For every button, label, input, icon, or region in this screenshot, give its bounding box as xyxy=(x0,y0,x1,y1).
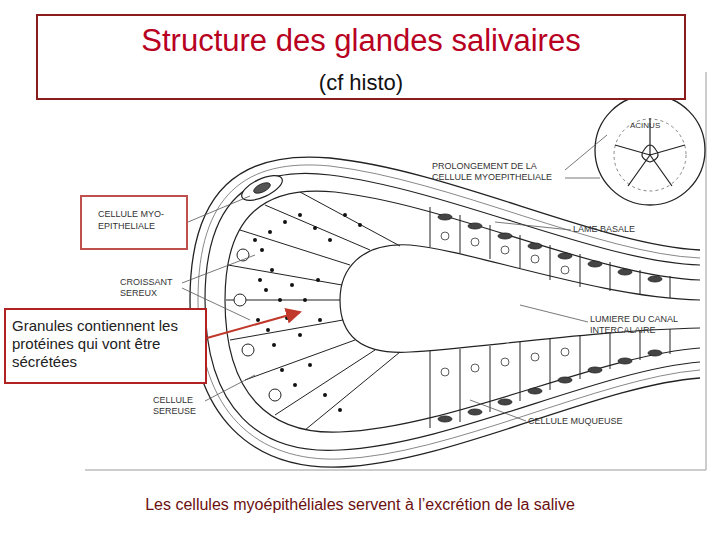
granule-arrow xyxy=(207,312,300,338)
part-label: LAME BASALE xyxy=(573,224,663,235)
acinus-outline xyxy=(614,119,686,191)
subheading-text: (cf histo) xyxy=(38,70,684,96)
serous-cell-borders xyxy=(226,192,400,430)
part-label: LUMIERE DU CANAL INTERCALAIRE xyxy=(590,314,705,336)
heading-text: Structure des glandes salivaires xyxy=(38,22,684,60)
connective-fiber xyxy=(198,165,700,459)
epithelium-base xyxy=(225,191,700,432)
connective-tissue xyxy=(190,157,700,467)
serous-nucleus xyxy=(234,249,281,401)
part-label: ACINUS xyxy=(630,120,680,131)
note-text: Granules contiennent les protéines qui v… xyxy=(12,317,199,371)
part-label: PROLONGEMENT DE LA CELLULE MYOEPITHELIAL… xyxy=(432,161,567,183)
frame-line xyxy=(85,72,706,470)
myoepithelial-star xyxy=(615,118,685,186)
myoepithelial-cell xyxy=(238,171,285,206)
myoepithelial-nucleus xyxy=(252,181,272,196)
part-label: CROISSANT SEREUX xyxy=(120,277,190,299)
callout-box: CELLULE MYO- EPITHELIALE xyxy=(80,195,188,250)
leader-line xyxy=(182,135,607,421)
caption-text: Les cellules myoépithéliales servent à l… xyxy=(0,496,720,514)
secretory-granules xyxy=(253,213,362,412)
acinus-inset xyxy=(595,95,705,205)
note-box: Granules contiennent les protéines qui v… xyxy=(4,308,207,384)
mucus-droplet xyxy=(441,232,569,376)
part-label: CELLULE SEREUSE xyxy=(153,395,213,417)
callout-text: CELLULE MYO- EPITHELIALE xyxy=(98,208,180,232)
title-box: Structure des glandes salivaires (cf hist… xyxy=(36,14,686,100)
part-label: CELLULE MUQUEUSE xyxy=(528,416,648,427)
basal-lamina xyxy=(205,173,700,450)
